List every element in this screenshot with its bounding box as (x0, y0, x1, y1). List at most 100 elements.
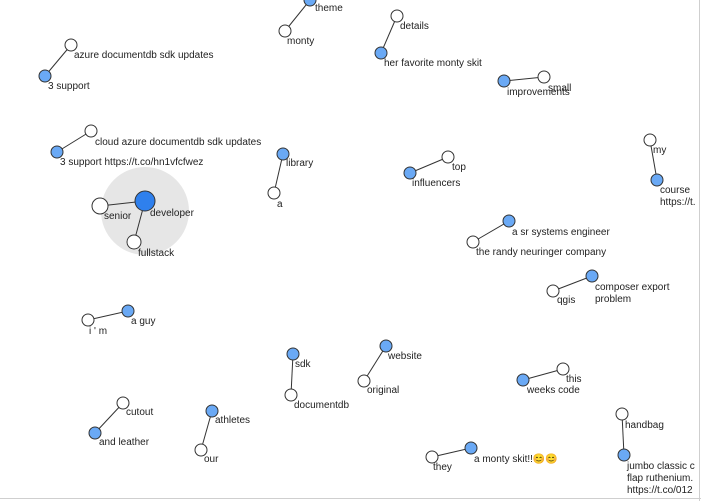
node-circle[interactable] (390, 9, 404, 23)
node-circle[interactable] (441, 150, 455, 164)
graph-edge (56, 130, 92, 153)
node-circle[interactable] (88, 426, 102, 440)
graph-node[interactable]: influencers (403, 166, 460, 189)
node-circle[interactable] (126, 234, 142, 250)
graph-node[interactable]: website (379, 339, 422, 362)
node-circle[interactable] (91, 197, 109, 215)
node-circle[interactable] (121, 304, 135, 318)
node-circle[interactable] (516, 373, 530, 387)
node-circle[interactable] (50, 145, 64, 159)
node-circle[interactable] (64, 38, 78, 52)
graph-node[interactable]: her favorite monty skit (374, 46, 482, 69)
graph-edge (409, 156, 449, 174)
node-circle[interactable] (502, 214, 516, 228)
graph-edge (363, 345, 387, 382)
node-circle[interactable] (38, 69, 52, 83)
node-circle[interactable] (464, 441, 478, 455)
node-label: developer (150, 208, 195, 219)
node-circle[interactable] (403, 166, 417, 180)
graph-node[interactable]: theme (303, 0, 343, 14)
node-circle[interactable] (278, 24, 292, 38)
graph-node[interactable]: weeks code (516, 373, 580, 396)
graph-node[interactable]: documentdb (284, 388, 349, 411)
node-circle[interactable] (379, 339, 393, 353)
graph-node[interactable]: a sr systems engineer (502, 214, 610, 238)
graph-node[interactable]: cloud azure documentdb sdk updates (84, 124, 261, 148)
graph-node[interactable]: athletes (205, 404, 250, 426)
graph-node[interactable]: senior (91, 197, 132, 222)
graph-node[interactable]: developer (134, 190, 195, 219)
graph-node[interactable]: qgis (546, 284, 575, 306)
node-circle[interactable] (374, 46, 388, 60)
graph-edge (431, 447, 472, 458)
node-circle[interactable] (284, 388, 298, 402)
graph-node[interactable]: a (267, 186, 283, 210)
node-label: influencers (412, 178, 460, 189)
graph-node[interactable]: cutout (116, 396, 153, 418)
node-circle[interactable] (116, 396, 130, 410)
node-circle[interactable] (643, 133, 657, 147)
node-circle[interactable] (357, 374, 371, 388)
graph-node[interactable]: 3 support (38, 69, 90, 92)
graph-node[interactable]: our (194, 443, 219, 465)
graph-node[interactable]: and leather (88, 426, 150, 448)
node-label: qgis (557, 295, 575, 306)
node-circle[interactable] (303, 0, 317, 7)
graph-node[interactable]: improvements (497, 74, 570, 98)
node-circle[interactable] (537, 70, 551, 84)
node-label: small (548, 83, 571, 94)
node-label: they (433, 462, 452, 473)
node-circle[interactable] (84, 124, 98, 138)
graph-node[interactable]: they (425, 450, 452, 473)
graph-node[interactable]: handbag (615, 407, 664, 431)
node-circle[interactable] (556, 362, 570, 376)
graph-node[interactable]: details (390, 9, 429, 32)
graph-node[interactable]: original (357, 374, 399, 396)
node-circle[interactable] (205, 404, 219, 418)
graph-node[interactable]: my (643, 133, 666, 156)
node-circle[interactable] (134, 190, 156, 212)
node-circle[interactable] (286, 347, 300, 361)
graph-node[interactable]: this (556, 362, 582, 385)
graph-edge (522, 368, 564, 381)
node-label: my (653, 145, 666, 156)
node-label: top (452, 162, 466, 173)
graph-node[interactable]: library (276, 147, 313, 169)
graph-edge (552, 275, 593, 292)
node-circle[interactable] (425, 450, 439, 464)
node-circle[interactable] (267, 186, 281, 200)
node-label: cutout (126, 407, 153, 418)
node-circle[interactable] (276, 147, 290, 161)
graph-edge (621, 413, 625, 456)
node-label: weeks code (526, 385, 580, 396)
node-circle[interactable] (81, 313, 95, 327)
graph-edge (87, 310, 129, 321)
graph-node[interactable]: i ' m (81, 313, 107, 337)
node-circle[interactable] (585, 269, 599, 283)
node-label: her favorite monty skit (384, 58, 482, 69)
node-circle[interactable] (615, 407, 629, 421)
graph-node[interactable]: the randy neuringer company (466, 235, 606, 258)
node-circle[interactable] (466, 235, 480, 249)
graph-node[interactable]: a guy (121, 304, 155, 327)
node-label: the randy neuringer company (476, 247, 606, 258)
graph-node[interactable]: top (441, 150, 466, 173)
graph-node[interactable]: 3 support https://t.co/hn1vfcfwez (50, 145, 203, 168)
graph-node[interactable]: monty (278, 24, 314, 47)
graph-node[interactable]: a monty skit!!😊😊 (464, 441, 558, 465)
node-circle[interactable] (546, 284, 560, 298)
node-circle[interactable] (617, 448, 631, 462)
node-circle[interactable] (194, 443, 208, 457)
graph-node[interactable]: small (537, 70, 571, 94)
graph-node[interactable]: fullstack (126, 234, 175, 259)
graph-node[interactable]: azure documentdb sdk updates (64, 38, 214, 61)
node-circle[interactable] (497, 74, 511, 88)
graph-node[interactable]: sdk (286, 347, 312, 370)
node-circle[interactable] (650, 173, 664, 187)
